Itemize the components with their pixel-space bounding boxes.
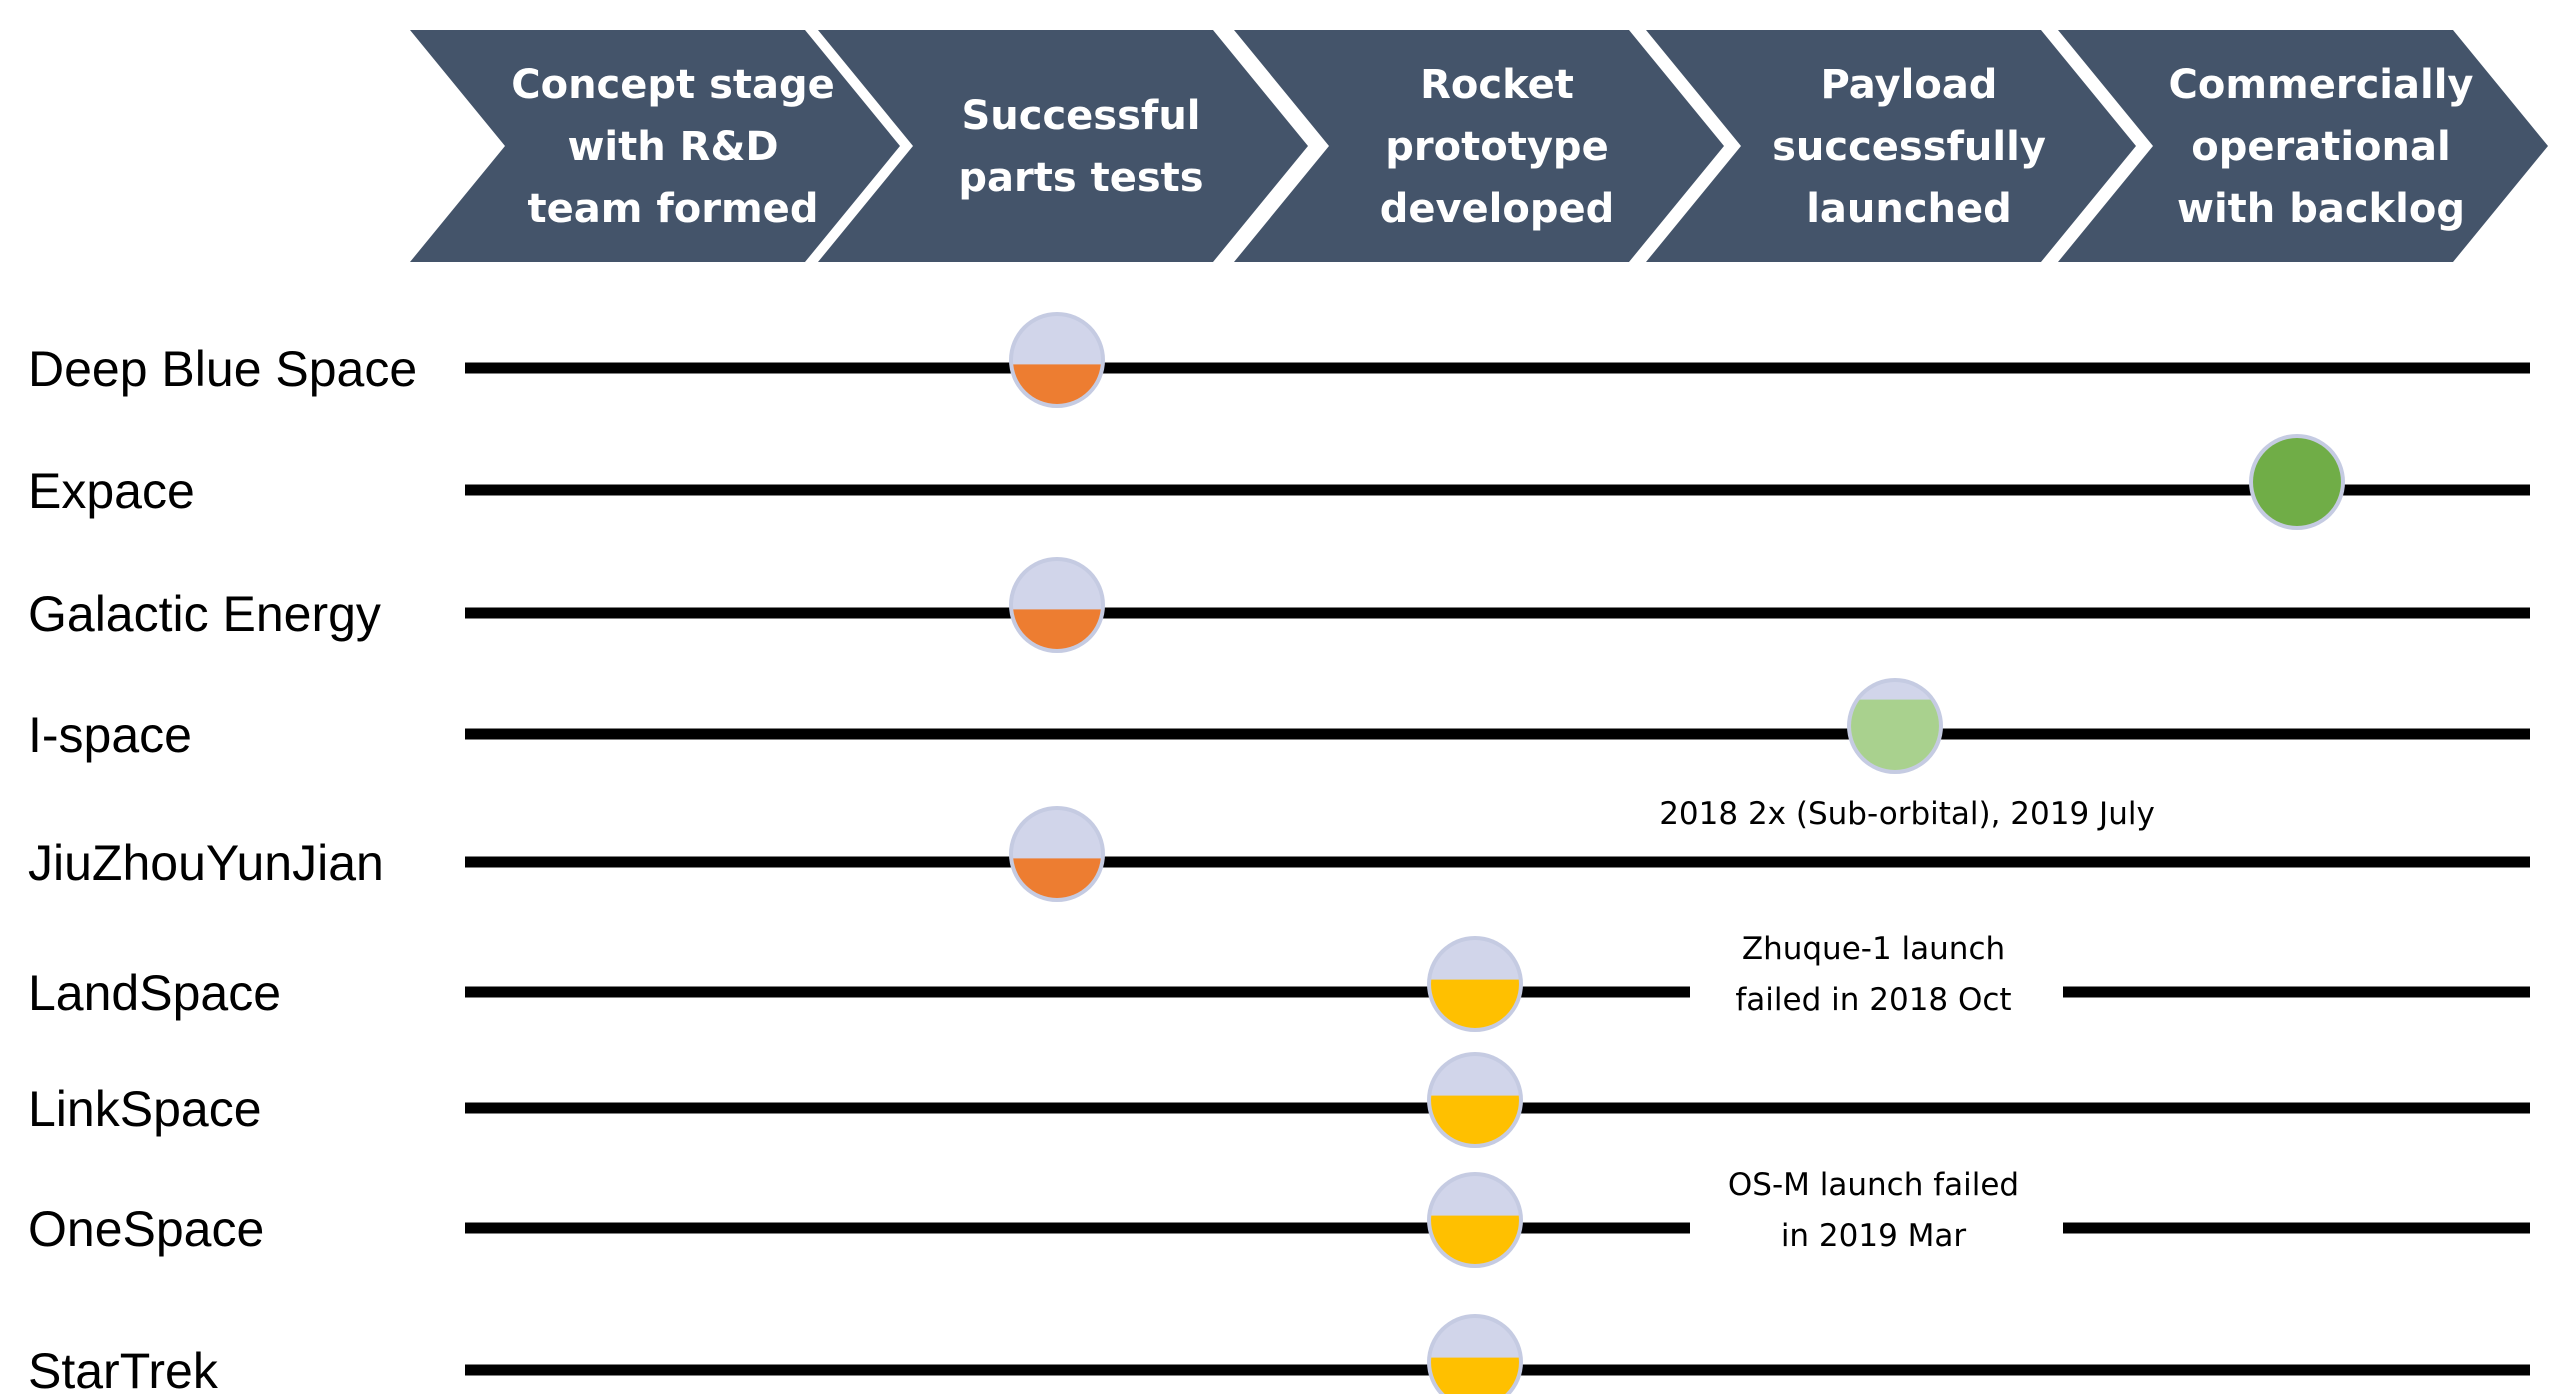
progress-marker (1009, 557, 1105, 653)
stage-label-line: Payload (1821, 62, 1998, 108)
stage-chevron-2: Successful parts tests (818, 30, 1308, 262)
company-row: Expace (28, 434, 2530, 530)
stage-label-line: Successful (961, 93, 1200, 139)
company-row: Deep Blue Space (28, 312, 2530, 408)
company-row: JiuZhouYunJian (28, 806, 2530, 902)
stage-label-line: parts tests (958, 155, 1203, 201)
company-name: OneSpace (28, 1201, 264, 1257)
progress-marker (1427, 1052, 1523, 1148)
stage-chevron-1: Concept stage with R&D team formed (410, 30, 900, 262)
company-row: LinkSpace (28, 1052, 2530, 1148)
stage-label-line: operational (2191, 124, 2450, 170)
stage-chevron-5: Commercially operational with backlog (2058, 30, 2548, 262)
progress-marker (1427, 1172, 1523, 1268)
company-row: Galactic Energy (28, 557, 2530, 653)
note-line: 2018 2x (Sub-orbital), 2019 July (1659, 796, 2155, 832)
stage-label-line: Rocket (1420, 62, 1574, 108)
stage-label-line: prototype (1385, 124, 1608, 170)
row-note: Zhuque-1 launch failed in 2018 Oct (1735, 931, 2011, 1018)
progress-marker (1009, 312, 1105, 408)
stage-label-line: launched (1806, 186, 2012, 232)
company-name: Galactic Energy (28, 586, 381, 642)
company-name: Expace (28, 463, 195, 519)
row-note: 2018 2x (Sub-orbital), 2019 July (1659, 796, 2155, 832)
progress-marker (1009, 806, 1105, 902)
company-name: JiuZhouYunJian (28, 835, 384, 891)
company-name: StarTrek (28, 1343, 219, 1394)
stage-chevron-4: Payload successfully launched (1646, 30, 2136, 262)
stage-label-line: Concept stage (511, 62, 835, 108)
company-row: StarTrek (28, 1314, 2530, 1394)
company-row: OneSpace OS-M launch failed in 2019 Mar (28, 1167, 2530, 1268)
progress-marker (1847, 678, 1943, 774)
stage-label-line: with backlog (2177, 186, 2465, 232)
company-name: I-space (28, 707, 192, 763)
progress-marker (2249, 434, 2345, 530)
row-note: OS-M launch failed in 2019 Mar (1728, 1167, 2019, 1254)
company-row: I-space 2018 2x (Sub-orbital), 2019 July (28, 678, 2530, 832)
note-line: failed in 2018 Oct (1735, 982, 2011, 1018)
stage-label-line: successfully (1772, 124, 2046, 170)
stage-label-line: team formed (528, 186, 819, 232)
stage-chevron-3: Rocket prototype developed (1234, 30, 1724, 262)
company-row: LandSpace Zhuque-1 launch failed in 2018 O… (28, 931, 2530, 1032)
note-line: OS-M launch failed (1728, 1167, 2019, 1203)
stage-label-line: Commercially (2169, 62, 2474, 108)
stage-label-line: developed (1380, 186, 1615, 232)
progress-marker (1427, 1314, 1523, 1394)
note-line: Zhuque-1 launch (1742, 931, 2005, 967)
company-name: Deep Blue Space (28, 341, 417, 397)
stage-label-line: with R&D (567, 124, 778, 170)
progress-marker (1427, 936, 1523, 1032)
company-name: LinkSpace (28, 1081, 262, 1137)
company-name: LandSpace (28, 965, 281, 1021)
note-line: in 2019 Mar (1781, 1218, 1967, 1254)
